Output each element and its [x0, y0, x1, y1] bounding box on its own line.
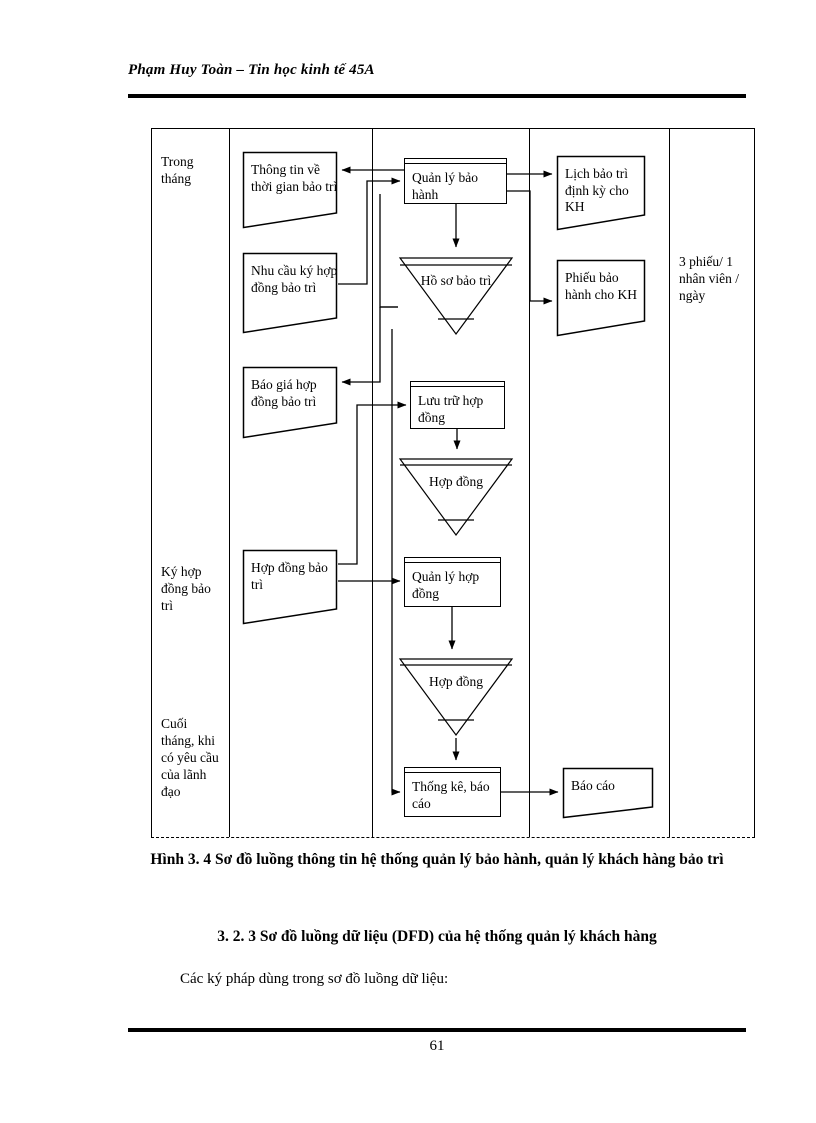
node-label: Lịch bảo trì định kỳ cho KH [565, 166, 629, 214]
node-nhu-cau-ky-hop-dong-bao-tri: Nhu cầu ký hợp đồng bảo trì [242, 252, 338, 334]
page-number: 61 [429, 1038, 445, 1054]
running-header: Phạm Huy Toàn – Tin học kinh tế 45A [128, 62, 746, 79]
document-shape [242, 366, 338, 439]
node-label: Nhu cầu ký hợp đồng bảo trì [251, 263, 338, 295]
figure-caption: Hình 3. 4 Sơ đồ luồng thông tin hệ thống… [150, 851, 724, 868]
node-hop-dong-bao-tri: Hợp đồng bảo trì [242, 549, 338, 625]
node-bao-cao: Báo cáo [562, 767, 654, 819]
node-thong-ke-bao-cao: Thống kê, báo cáo [404, 767, 501, 817]
data-store-triangle-shape [398, 456, 514, 538]
footer-rule [128, 1028, 746, 1032]
period-label-cuoi-thang: Cuối tháng, khi có yêu cầu của lãnh đạo [161, 716, 219, 799]
node-hop-dong-store-2: Hợp đồng [398, 656, 514, 738]
body-paragraph: Các ký pháp dùng trong sơ đồ luồng dữ li… [180, 971, 449, 987]
information-flow-diagram: Trong tháng Ký hợp đồng bảo trì Cuối thá… [151, 128, 755, 838]
node-label: Quản lý bảo hành [412, 170, 478, 202]
node-label: Thống kê, báo cáo [412, 779, 490, 811]
section-heading: 3. 2. 3 Sơ đồ luồng dữ liệu (DFD) của hệ… [217, 928, 657, 945]
header-rule [128, 94, 746, 98]
node-label: Hợp đồng [428, 674, 483, 689]
node-label: Phiếu bảo hành cho KH [565, 270, 637, 302]
column-divider-4 [669, 129, 670, 837]
document-shape [242, 549, 338, 625]
node-label: Lưu trữ hợp đồng [418, 393, 484, 425]
node-label: Thông tin về thời gian bảo trì [251, 162, 338, 194]
node-quan-ly-hop-dong: Quản lý hợp đồng [404, 557, 501, 607]
node-hop-dong-store-1: Hợp đồng [398, 456, 514, 538]
node-label: Hợp đồng bảo trì [251, 560, 328, 592]
node-label: Báo cáo [571, 778, 615, 793]
node-phieu-bao-hanh-cho-kh: Phiếu bảo hành cho KH [556, 259, 646, 337]
node-ho-so-bao-tri: Hồ sơ bảo trì [398, 255, 514, 337]
node-label: Quản lý hợp đồng [412, 569, 480, 601]
header-author-line: Phạm Huy Toàn – Tin học kinh tế 45A [128, 62, 375, 78]
data-store-triangle-shape [398, 255, 514, 337]
document-shape [556, 155, 646, 231]
node-label: Hợp đồng [428, 474, 483, 489]
period-label-ky-hop-dong: Ký hợp đồng bảo trì [161, 564, 211, 613]
column-divider-1 [229, 129, 230, 837]
data-store-triangle-shape [398, 656, 514, 738]
node-label: Báo giá hợp đồng bảo trì [251, 377, 317, 409]
node-lich-bao-tri-dinh-ky: Lịch bảo trì định kỳ cho KH [556, 155, 646, 231]
period-label-trong-thang: Trong tháng [161, 154, 194, 186]
node-quan-ly-bao-hanh: Quản lý bảo hành [404, 158, 507, 204]
note-so-phieu: 3 phiếu/ 1 nhân viên / ngày [679, 254, 739, 303]
document-shape [556, 259, 646, 337]
node-label: Hồ sơ bảo trì [420, 273, 492, 288]
document-shape [242, 151, 338, 229]
column-divider-3 [529, 129, 530, 837]
column-divider-2 [372, 129, 373, 837]
document-shape [562, 767, 654, 819]
node-luu-tru-hop-dong: Lưu trữ hợp đồng [410, 381, 505, 429]
document-shape [242, 252, 338, 334]
node-thong-tin-thoi-gian-bao-tri: Thông tin về thời gian bảo trì [242, 151, 338, 229]
node-bao-gia-hop-dong-bao-tri: Báo giá hợp đồng bảo trì [242, 366, 338, 439]
